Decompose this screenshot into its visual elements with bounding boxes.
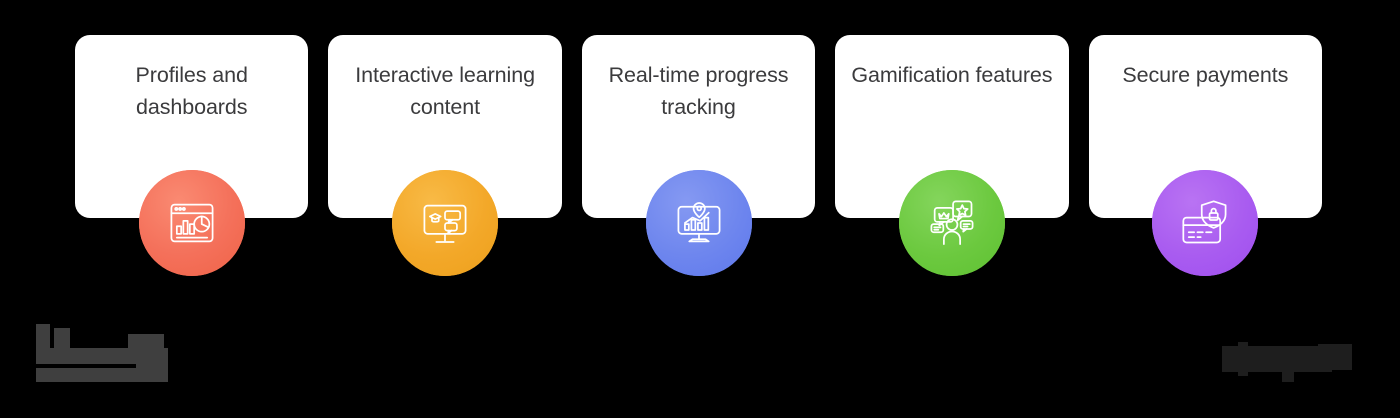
feature-icon-badge-layer	[75, 35, 1322, 276]
watermark-block	[156, 348, 168, 382]
badge-slot	[582, 35, 815, 276]
badge-slot	[75, 35, 308, 276]
watermark-block	[1282, 350, 1294, 382]
watermark-block	[1238, 342, 1248, 376]
card-title: Secure payments	[1122, 63, 1289, 87]
icon-badge-profiles-and-dashboards[interactable]	[138, 170, 245, 276]
credit-card-shield-lock-icon	[1179, 197, 1231, 249]
card-title: Gamification features	[851, 63, 1053, 87]
badge-slot	[835, 35, 1068, 276]
card-title: Interactive learning content	[355, 63, 535, 119]
badge-slot	[328, 35, 561, 276]
feature-card-interactive-learning-content[interactable]: Interactive learning content	[328, 35, 562, 218]
icon-badge-real-time-progress-tracking[interactable]	[645, 170, 752, 276]
feature-card-real-time-progress-tracking[interactable]: Real-time progress tracking	[581, 35, 816, 218]
watermark-block	[36, 348, 132, 364]
watermark-block	[36, 368, 164, 382]
watermark-right-redacted	[1222, 340, 1362, 382]
watermark-block	[1318, 344, 1352, 370]
dashboard-analytics-icon	[166, 197, 218, 249]
monitor-graduation-chat-icon	[419, 197, 471, 249]
crown-star-badge-user-icon	[926, 197, 978, 249]
icon-badge-interactive-learning-content[interactable]	[392, 170, 499, 276]
icon-badge-secure-payments[interactable]	[1152, 170, 1259, 276]
badge-slot	[1089, 35, 1322, 276]
card-title: Real-time progress tracking	[608, 63, 789, 119]
watermark-left-redacted	[32, 320, 200, 388]
monitor-chart-pin-icon	[673, 197, 725, 249]
card-title: Profiles and dashboards	[135, 63, 248, 119]
icon-badge-gamification-features[interactable]	[898, 170, 1005, 276]
